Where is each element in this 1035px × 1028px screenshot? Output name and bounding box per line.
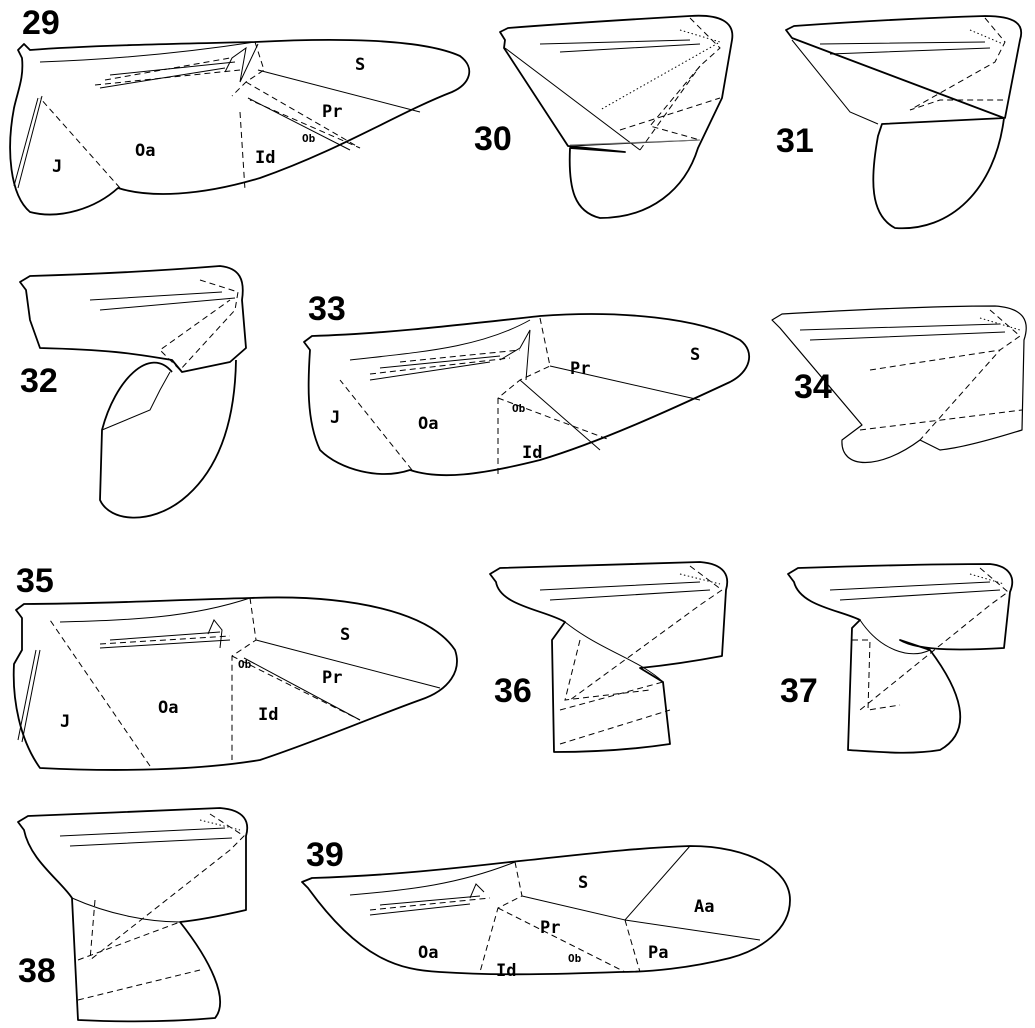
label-Pr-39: Pr <box>540 918 560 938</box>
figure-37: 37 <box>780 564 1012 753</box>
figure-33: 33 S Pr Ob J Oa Id <box>304 290 749 478</box>
figure-30: 30 <box>474 16 732 218</box>
label-Ob-33: Ob <box>512 402 526 415</box>
label-Pr-33: Pr <box>570 359 590 379</box>
figure-number-29: 29 <box>22 4 60 42</box>
label-J-35: J <box>60 712 70 732</box>
figure-number-34: 34 <box>794 368 832 406</box>
figure-number-37: 37 <box>780 672 818 710</box>
label-Oa-39: Oa <box>418 943 438 963</box>
label-Oa-29: Oa <box>135 141 155 161</box>
figure-34: 34 <box>772 306 1026 463</box>
label-S-29: S <box>355 55 365 75</box>
label-Id-33: Id <box>522 443 542 463</box>
label-Oa-33: Oa <box>418 414 438 434</box>
label-Aa-39: Aa <box>694 897 714 917</box>
figure-32: 32 <box>20 266 246 518</box>
label-J-29: J <box>52 157 62 177</box>
label-S-39: S <box>578 873 588 893</box>
label-Id-39: Id <box>496 961 516 981</box>
label-Id-29: Id <box>255 148 275 168</box>
figure-38: 38 <box>18 808 247 1021</box>
figure-31: 31 <box>776 16 1021 228</box>
wing-outline-35 <box>14 597 457 769</box>
label-J-33: J <box>330 408 340 428</box>
label-Ob-29: Ob <box>302 132 316 145</box>
wing-outline-36 <box>490 562 727 752</box>
figure-number-36: 36 <box>494 672 532 710</box>
figure-number-39: 39 <box>306 836 344 874</box>
label-Ob-35: Ob <box>238 658 252 671</box>
figure-number-35: 35 <box>16 562 54 600</box>
figure-36: 36 <box>490 562 727 752</box>
label-Oa-35: Oa <box>158 698 178 718</box>
figure-number-30: 30 <box>474 120 512 158</box>
label-Id-35: Id <box>258 705 278 725</box>
figure-number-38: 38 <box>18 952 56 990</box>
wing-outline-30 <box>500 16 732 218</box>
wing-outline-39 <box>302 846 790 974</box>
label-S-35: S <box>340 625 350 645</box>
label-Pa-39: Pa <box>648 943 668 963</box>
label-Pr-35: Pr <box>322 668 342 688</box>
wing-outline-37 <box>788 564 1012 753</box>
figure-29: 29 S Pr Oa Id Ob J <box>10 4 469 215</box>
figure-number-32: 32 <box>20 362 58 400</box>
label-Pr-29: Pr <box>322 102 342 122</box>
label-S-33: S <box>690 345 700 365</box>
figure-number-33: 33 <box>308 290 346 328</box>
label-Ob-39: Ob <box>568 952 582 965</box>
figure-39: 39 S Aa Pr Pa Oa Id Ob <box>302 836 790 981</box>
wing-outline-29 <box>10 40 469 215</box>
figure-number-31: 31 <box>776 122 814 160</box>
figure-35: 35 S Pr Ob J Oa Id <box>14 562 457 770</box>
wing-outline-32 <box>20 266 246 372</box>
